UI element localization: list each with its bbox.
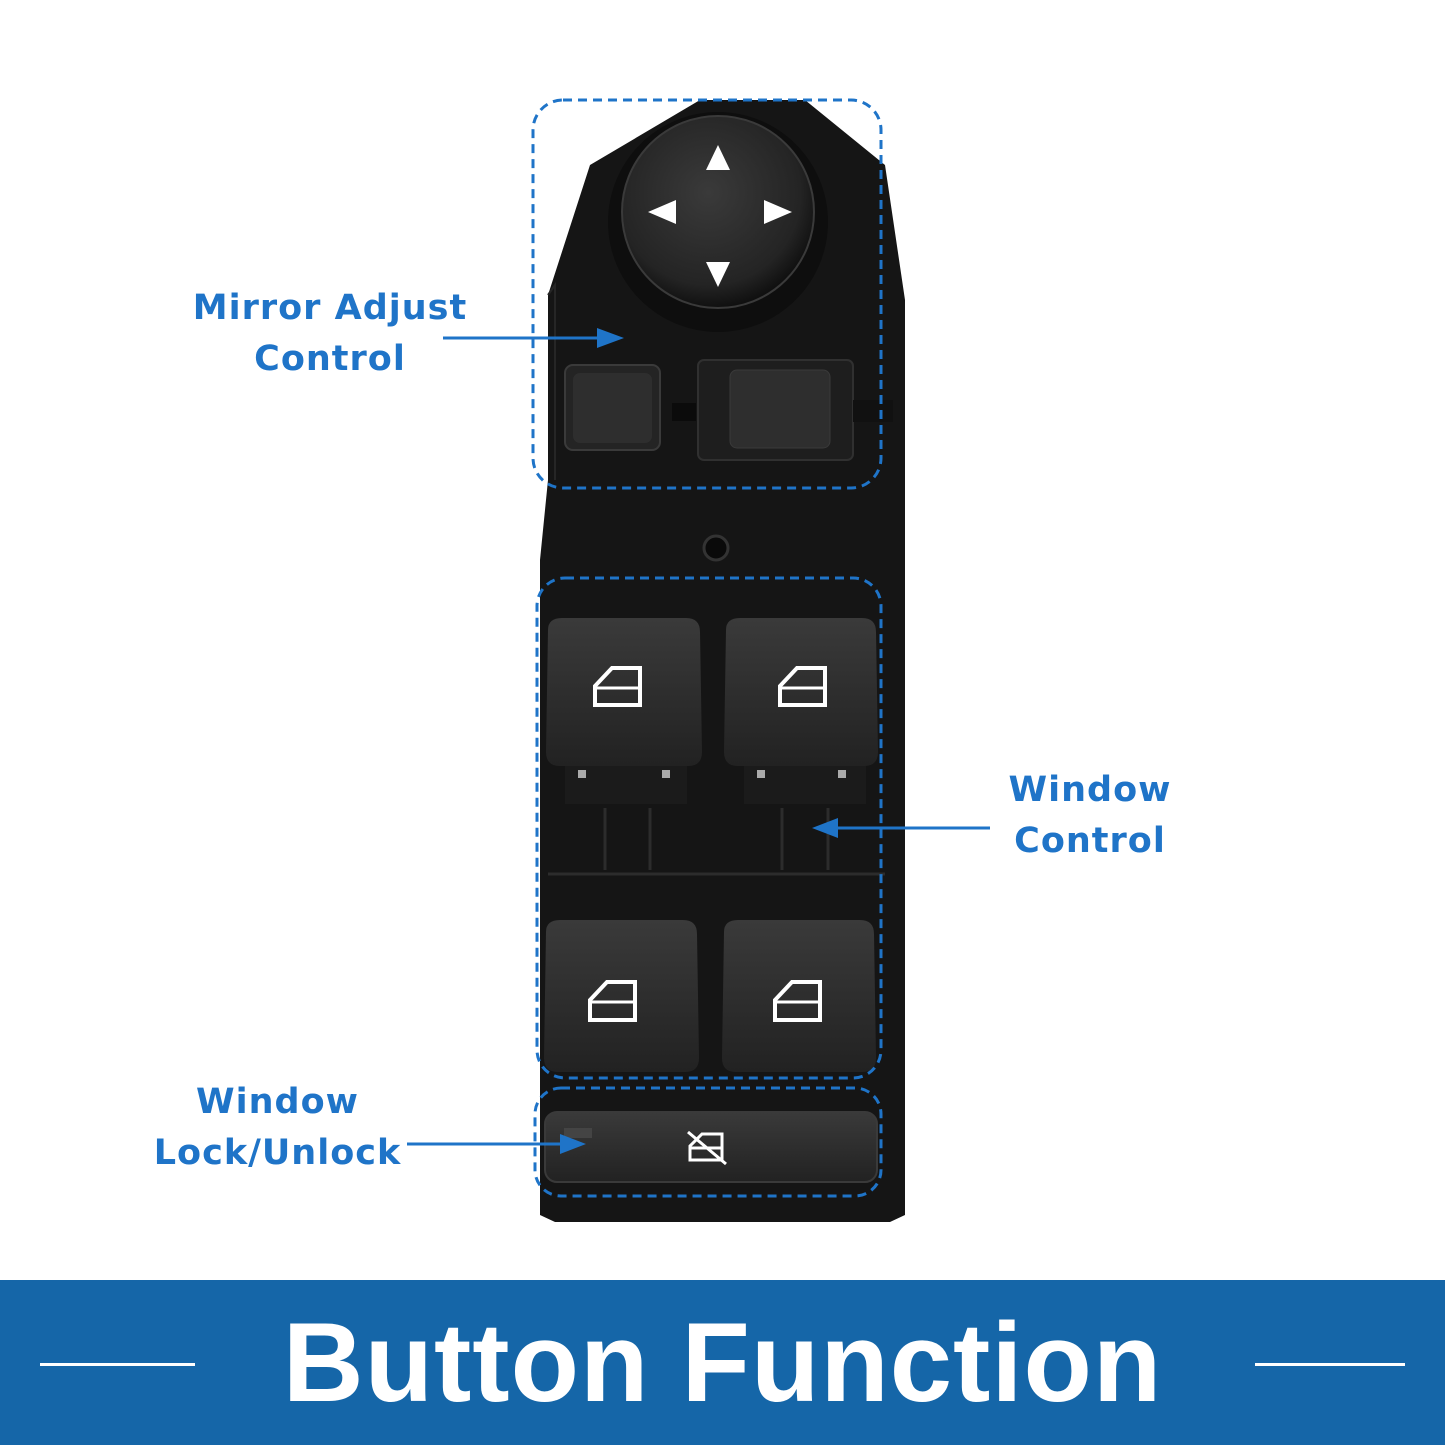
lock-callout-arrow	[407, 1134, 586, 1154]
switch-illustration	[407, 98, 990, 1222]
arrow-down-icon[interactable]	[706, 262, 730, 287]
banner-title: Button Function	[282, 1300, 1163, 1425]
mirror-adjust-callout: Mirror Adjust Control	[180, 283, 480, 385]
mirror-adjust-knob[interactable]	[608, 112, 828, 332]
window-button-rear-left[interactable]	[544, 920, 699, 1072]
window-button-front-left[interactable]	[546, 618, 702, 804]
switch-ribs	[548, 808, 885, 876]
callout-line: Control	[1014, 821, 1166, 861]
window-control-callout: Window Control	[990, 765, 1190, 867]
callout-line: Mirror Adjust	[192, 288, 468, 328]
arrow-right-icon[interactable]	[764, 200, 792, 224]
callout-line: Control	[254, 339, 406, 379]
banner-rule-left	[40, 1363, 195, 1366]
window-lock-callout: Window Lock/Unlock	[140, 1077, 415, 1179]
title-banner: Button Function	[0, 1280, 1445, 1445]
arrow-up-icon[interactable]	[706, 145, 730, 170]
window-callout-arrow	[812, 818, 990, 838]
window-lock-icon	[687, 1130, 727, 1166]
callout-line: Window	[196, 1082, 359, 1122]
window-button-rear-right[interactable]	[722, 920, 876, 1072]
banner-rule-right	[1255, 1363, 1405, 1366]
mirror-left-select-button[interactable]	[564, 364, 661, 451]
callout-line: Lock/Unlock	[153, 1133, 402, 1173]
window-control-highlight	[535, 576, 883, 1080]
window-lock-button[interactable]	[544, 1111, 878, 1183]
mirror-right-select-button[interactable]	[697, 359, 854, 461]
mirror-control-highlight	[531, 98, 883, 490]
mirror-callout-arrow	[443, 328, 624, 348]
callout-line: Window	[1008, 770, 1172, 810]
screw	[702, 534, 730, 562]
window-button-front-right[interactable]	[724, 618, 878, 804]
lock-control-highlight	[533, 1086, 883, 1198]
arrow-left-icon[interactable]	[648, 200, 676, 224]
